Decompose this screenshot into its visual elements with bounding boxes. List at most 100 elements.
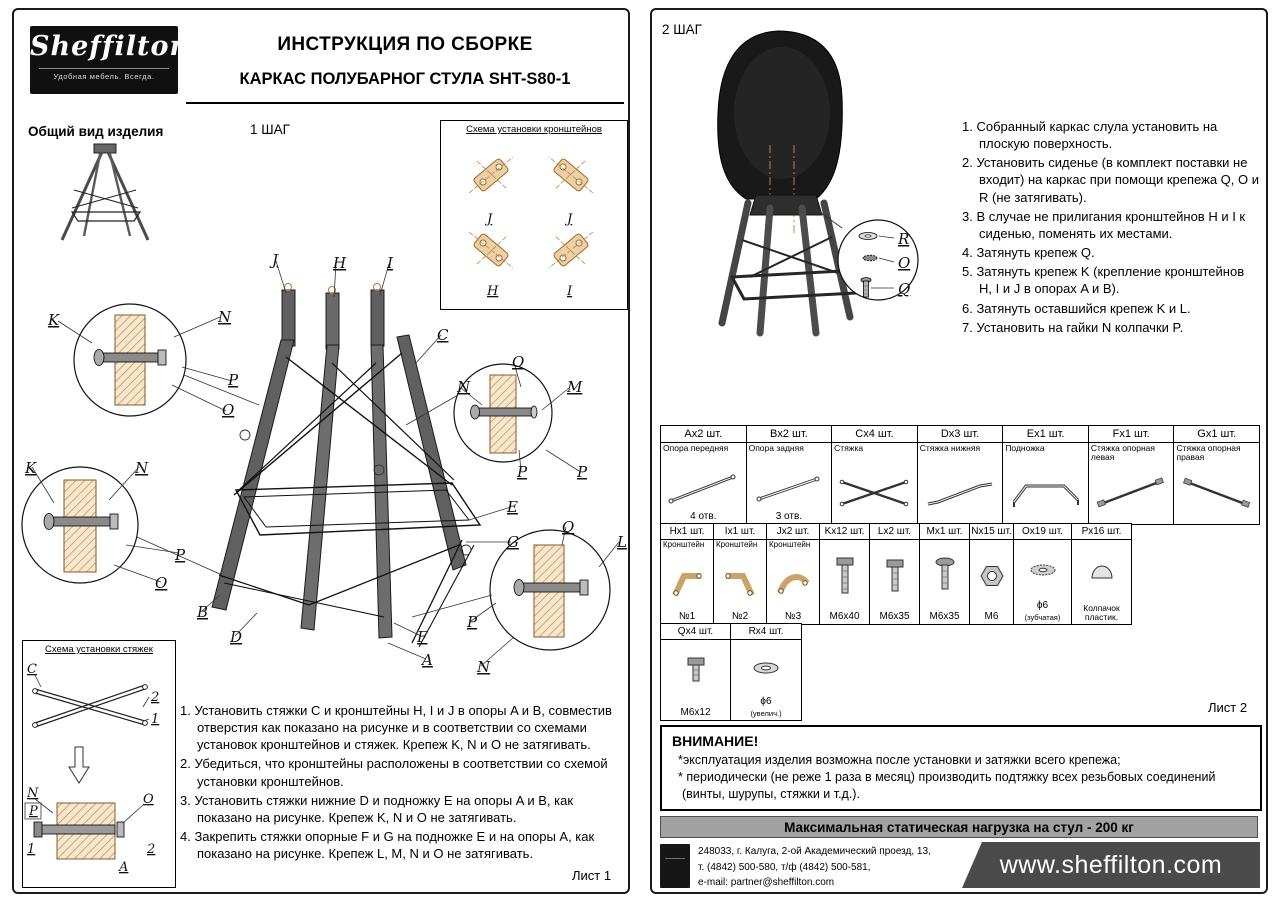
part-drawing <box>1003 464 1088 522</box>
instruction-item: 5. Затянуть крепеж K (крепление кронштей… <box>962 264 1245 297</box>
part-note: Колпачок пластик. <box>1083 603 1120 623</box>
parts-table-2: Hx1 шт. Кронштейн №1 Ix1 шт. Кронштейн №… <box>660 523 1132 625</box>
tie-label: 1 <box>27 842 35 857</box>
part-code: Kx12 шт. <box>820 524 869 540</box>
callout-label: D <box>229 628 242 646</box>
callout-label: P <box>466 613 478 631</box>
part-note: 4 отв. <box>690 510 717 522</box>
part-note: М6х40 <box>829 610 860 622</box>
warning-box: ВНИМАНИЕ! *эксплуатация изделия возможна… <box>660 725 1262 811</box>
callout-label: E <box>506 498 518 516</box>
callout-label: J <box>269 251 279 269</box>
instruction-item: 3. В случае не прилигания кронштейнов H … <box>962 208 1246 241</box>
max-load-bar: Максимальная статическая нагрузка на сту… <box>660 816 1258 838</box>
brand-tagline: Удобная мебель. Всегда. <box>39 68 169 81</box>
callout-label: K <box>47 311 60 329</box>
address-line: e-mail: partner@sheffilton.com <box>698 877 835 888</box>
callout-label: P <box>576 463 588 481</box>
header-rule <box>186 102 624 104</box>
callout-label: P <box>227 371 239 389</box>
part-code: Px16 шт. <box>1072 524 1131 540</box>
part-drawing <box>731 640 801 697</box>
part-cell: Mx1 шт. М6х35 <box>920 524 970 624</box>
part-code: Ex1 шт. <box>1003 426 1088 443</box>
part-code: Cx4 шт. <box>832 426 917 443</box>
part-note-2: (зубчатая) <box>1024 613 1061 622</box>
bracket-label: H <box>486 284 499 299</box>
part-name: Опора задняя <box>748 443 804 453</box>
warning-title: ВНИМАНИЕ! <box>672 733 759 749</box>
part-code: Ox19 шт. <box>1014 524 1071 540</box>
tie-scheme-title: Схема установки стяжек <box>45 644 153 655</box>
part-code: Rx4 шт. <box>731 624 801 640</box>
part-cell: Fx1 шт. Стяжка опорная левая <box>1088 426 1175 524</box>
part-drawing <box>870 540 919 612</box>
part-note: М6 <box>984 610 999 622</box>
instruction-item: 2. Установить сиденье (в комплект постав… <box>962 155 1259 205</box>
part-drawing <box>661 551 713 612</box>
part-cell: Bx2 шт. Опора задняя 3 отв. <box>746 426 833 524</box>
bracket-scheme-box: Схема установки кронштейнов <box>440 120 628 310</box>
part-drawing <box>918 464 1003 522</box>
part-note <box>1174 522 1259 524</box>
callout-label: M <box>566 378 583 396</box>
part-drawing <box>1072 540 1131 604</box>
sheet-2: 2 ШАГ R O Q 1. Собранный каркас <box>650 8 1268 894</box>
callout-label: A <box>420 651 433 669</box>
part-cell: Dx3 шт. Стяжка нижняя <box>917 426 1004 524</box>
callout-label: N <box>456 378 471 396</box>
callout-label: L <box>616 533 627 551</box>
warning-line: *эксплуатация изделия возможна после уст… <box>678 753 1121 767</box>
part-code: Hx1 шт. <box>661 524 713 540</box>
part-code: Lx2 шт. <box>870 524 919 540</box>
part-drawing <box>1089 464 1174 522</box>
bracket-scheme-drawing: J J H I <box>468 156 594 299</box>
instruction-item: 1. Установить стяжки C и кронштейны H, I… <box>180 703 612 753</box>
part-name: Стяжка опорная левая <box>1090 443 1156 463</box>
bracket-icon <box>548 156 594 194</box>
website-url: www.sheffilton.com <box>999 850 1223 879</box>
part-cell: Px16 шт. Колпачок пластик. <box>1072 524 1131 624</box>
callout-label: B <box>196 603 208 621</box>
part-drawing <box>661 464 746 512</box>
part-cell: Cx4 шт. Стяжка <box>832 426 918 524</box>
sheet2-number: Лист 2 <box>1208 700 1248 715</box>
instruction-item: 1. Собранный каркас слула установить на … <box>962 119 1218 152</box>
part-note: ϕ6 <box>760 695 772 707</box>
part-drawing <box>1174 464 1259 522</box>
website-banner: www.sheffilton.com <box>962 842 1260 888</box>
part-cell: Jx2 шт. Кронштейн №3 <box>767 524 820 624</box>
part-cell: Ax2 шт. Опора передняя 4 отв. <box>661 426 747 524</box>
callout-label: O <box>222 401 234 419</box>
parts-table-3: Qx4 шт. М6х12 Rx4 шт. ϕ6 (увелич.) <box>660 623 802 721</box>
part-name: Кронштейн <box>663 540 705 549</box>
tie-scheme-box: Схема установки стяжек <box>22 640 176 888</box>
instruction-item: 7. Установить на гайки N колпачки P. <box>962 319 1184 335</box>
brand-name: Sheffilton <box>30 31 191 62</box>
part-code: Jx2 шт. <box>767 524 819 540</box>
part-cell: Lx2 шт. М6х35 <box>870 524 920 624</box>
bracket-scheme-title: Схема установки кронштейнов <box>466 124 602 135</box>
part-code: Fx1 шт. <box>1088 426 1174 443</box>
part-note-2: (увелич.) <box>750 709 782 718</box>
part-name: Подножка <box>1005 443 1045 453</box>
chair-callout-label: Q <box>898 280 910 298</box>
part-name: Стяжка <box>834 443 864 453</box>
detail-circle-4 <box>489 529 611 651</box>
callout-label: N <box>217 308 232 326</box>
instruction-item: 4. Затянуть крепеж Q. <box>962 245 1095 261</box>
step2-instructions: 1. Собранный каркас слула установить на … <box>962 118 1260 338</box>
callout-label: O <box>155 574 167 592</box>
tie-label: O <box>143 792 154 807</box>
part-note: ϕ6 <box>1036 599 1049 611</box>
part-note: 3 отв. <box>775 510 803 522</box>
part-name: Кронштейн <box>769 540 811 549</box>
tie-scheme-drawing: C 2 1 N P O 1 2 A <box>24 662 159 875</box>
tie-label: 2 <box>146 842 155 857</box>
part-cell: Gx1 шт. Стяжка опорная правая <box>1174 426 1260 524</box>
part-drawing <box>714 551 766 612</box>
part-code: Ix1 шт. <box>714 524 766 540</box>
part-note: №1 <box>678 610 696 622</box>
callout-label: I <box>386 254 394 272</box>
callout-label: C <box>437 326 449 344</box>
